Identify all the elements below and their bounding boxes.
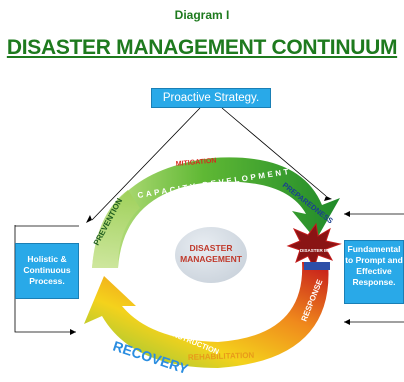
arrowhead-top-right — [324, 196, 332, 201]
mitigation-label: MITIGATION — [176, 157, 217, 168]
diagram-caption: Diagram I — [174, 8, 230, 22]
connector-line-top-left — [91, 107, 201, 221]
center-disaster-management: DISASTER MANAGEMENT — [175, 227, 247, 283]
connector-line-top-right — [221, 107, 327, 197]
arrowhead-right-top — [344, 211, 350, 217]
rehabilitation-label: REHABILITATION — [188, 351, 255, 362]
holistic-process-box: Holistic & Continuous Process. — [15, 243, 79, 299]
disaster-tag — [304, 262, 330, 270]
bottom-arc-arrow — [84, 262, 329, 368]
proactive-strategy-box: Proactive Strategy. — [151, 88, 271, 108]
arrowhead-left — [70, 329, 76, 335]
arrowhead-right-bottom — [344, 319, 350, 325]
prompt-response-box: Fundamental to Prompt and Effective Resp… — [344, 240, 404, 304]
disaster-impact-label: DISASTER IMPACT — [300, 248, 341, 253]
page-title: DISASTER MANAGEMENT CONTINUUM — [6, 36, 398, 59]
left-arc-arrow — [92, 190, 140, 268]
disaster-impact-starburst — [286, 222, 342, 270]
arrowhead-top-left — [86, 215, 92, 223]
arrowheads — [70, 196, 350, 335]
top-arc-arrow — [92, 157, 340, 268]
